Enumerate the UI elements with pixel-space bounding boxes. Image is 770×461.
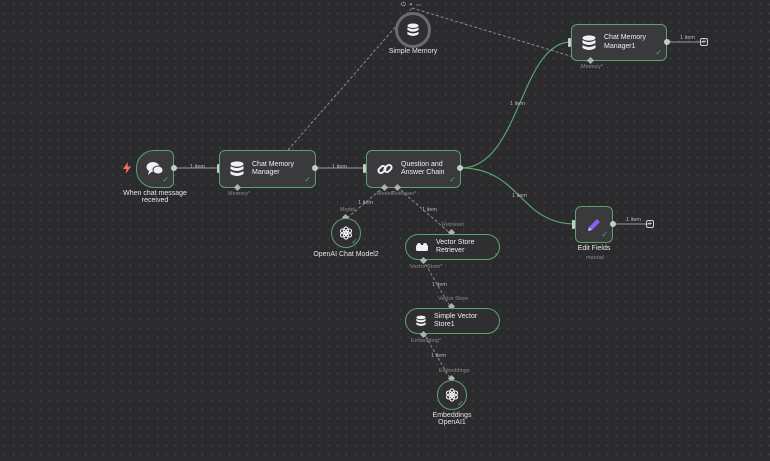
simple-vector-store-title: Simple Vector Store1: [434, 312, 478, 329]
edge-label-embedding: 1 item: [431, 353, 446, 359]
trigger-bolt-icon: [123, 161, 131, 179]
manager1-add-button[interactable]: +: [700, 37, 708, 46]
wire-memory-dashed-2: [411, 7, 591, 63]
success-check-icon: ✓: [304, 175, 311, 184]
edge-label-vectorstore: 1 item: [432, 282, 447, 288]
chat-bubbles-icon: [146, 161, 164, 177]
manager1-memory-label: Memory*: [581, 64, 604, 70]
manager1-input-port[interactable]: [568, 38, 571, 47]
chain-output-port[interactable]: [457, 165, 463, 171]
embeddings-top-label: Embeddings: [439, 368, 470, 374]
vectorstore-top-label: Vector Store: [438, 296, 469, 302]
manager-input-port[interactable]: [217, 164, 220, 173]
chain-input-port[interactable]: [363, 164, 366, 173]
wire-model-dashed: [346, 186, 385, 219]
simple-memory-toolbar: ⏻ ▪ ⋯: [401, 2, 422, 9]
success-check-icon: ✓: [457, 399, 464, 408]
database-icon: [582, 34, 596, 51]
simple-vector-store-node[interactable]: Simple Vector Store1 ✓: [405, 308, 501, 334]
wire-memory-dashed-1: [287, 7, 413, 151]
edge-label-chain-editfields: 1 item: [512, 193, 527, 199]
manager1-output-port[interactable]: [664, 39, 670, 45]
trigger-node-chat-message[interactable]: ✓: [136, 150, 174, 188]
edit-fields-node[interactable]: ✓: [575, 206, 613, 243]
editfields-add-button[interactable]: +: [646, 219, 654, 228]
success-check-icon: ✓: [601, 230, 608, 239]
chain-model-label: Model*: [377, 191, 395, 197]
success-check-icon: ✓: [351, 237, 358, 246]
retriever-vectorstore-label: Vector Store*: [410, 264, 443, 270]
edge-label-manager1-out: 1 item: [680, 35, 695, 41]
trash-icon[interactable]: ▪: [409, 2, 412, 8]
pencil-icon: [586, 217, 602, 233]
embeddings-openai-node[interactable]: ✓: [437, 380, 467, 410]
success-check-icon: ✓: [449, 175, 456, 184]
more-icon[interactable]: ⋯: [415, 3, 422, 9]
success-check-icon: ✓: [494, 249, 501, 258]
vectorstore-embedding-label: Embedding*: [411, 338, 441, 344]
edit-fields-label: Edit Fields: [577, 245, 611, 252]
manager-output-port[interactable]: [312, 165, 318, 171]
manager-memory-label: Memory*: [228, 191, 251, 197]
success-check-icon: ✓: [655, 48, 662, 57]
edit-fields-sublabel: manual: [586, 255, 605, 261]
wire-vectorstore-dashed: [422, 259, 452, 309]
edge-label-retriever: 1 item: [422, 207, 437, 213]
edge-label-manager-chain: 1 item: [332, 164, 347, 170]
openai-logo-icon: [339, 226, 353, 240]
wire-chain-editfields: [460, 167, 576, 225]
wire-retriever-dashed: [396, 186, 452, 235]
database-icon: [416, 315, 426, 327]
simple-memory-node[interactable]: [395, 12, 431, 48]
success-check-icon: ✓: [162, 175, 169, 184]
retriever-top-label: Retriever: [442, 222, 465, 228]
trigger-output-port[interactable]: [171, 165, 177, 171]
editfields-output-port[interactable]: [610, 221, 616, 227]
editfields-input-port[interactable]: [572, 220, 575, 229]
simple-memory-label: Simple Memory: [388, 48, 438, 55]
wire-chain-manager1: [460, 41, 572, 169]
link-icon: [377, 161, 393, 177]
openai-chat-model-label: OpenAI Chat Model2: [313, 251, 379, 258]
edge-label-trigger-manager: 1 item: [190, 164, 205, 170]
openai-model-top-label: Model: [340, 207, 355, 213]
edge-label-model: 1 item: [358, 200, 373, 206]
wire-embedding-dashed: [422, 331, 452, 381]
success-check-icon: ✓: [494, 323, 501, 332]
edge-label-chain-manager1: 1 item: [510, 101, 525, 107]
retriever-icon: [416, 242, 428, 252]
power-icon[interactable]: ⏻: [401, 2, 406, 8]
openai-chat-model-node[interactable]: ✓: [331, 218, 361, 248]
chain-retriever-label: Retriever*: [392, 191, 417, 197]
database-icon: [407, 23, 419, 37]
openai-logo-icon: [445, 388, 459, 402]
database-icon: [230, 161, 244, 177]
edge-label-editfields-out: 1 item: [626, 217, 641, 223]
